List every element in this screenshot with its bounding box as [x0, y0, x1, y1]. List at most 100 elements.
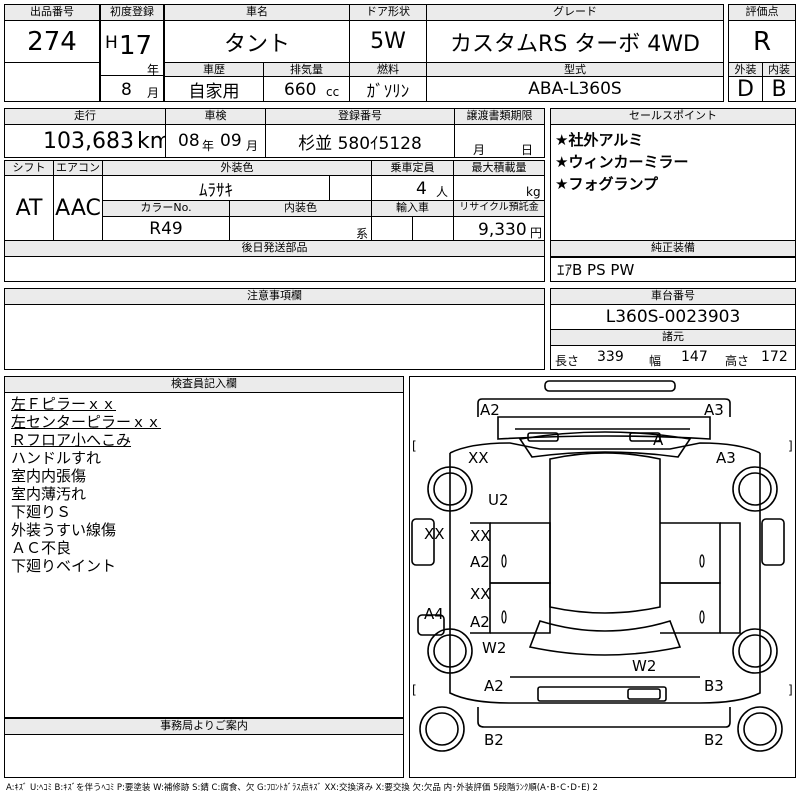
color-no-header: カラーNo.	[102, 200, 230, 217]
capacity-unit: 人	[436, 185, 449, 199]
load: kg	[453, 175, 545, 201]
reg-month: 8	[121, 80, 132, 100]
sales-header: セールスポイント	[550, 108, 796, 125]
color-no: R49	[102, 216, 230, 241]
bracket: ]	[788, 683, 793, 697]
damage-mark: B2	[704, 731, 724, 749]
damage-mark: W2	[632, 657, 657, 675]
damage-mark: A2	[480, 401, 500, 419]
damage-mark: B3	[704, 677, 724, 695]
office-header: 事務局よりご案内	[4, 718, 404, 735]
sales-points: ★社外アルミ ★ウィンカーミラー ★フォグランプ	[550, 124, 796, 258]
inspector-note: ハンドルすれ	[11, 449, 102, 467]
interior-color-unit: 系	[356, 227, 369, 241]
mileage-value: 103,683	[43, 129, 134, 154]
lot-no-blank	[4, 62, 100, 102]
import-b	[412, 216, 454, 241]
legend: A:ｷｽﾞ U:ﾍｺﾐ B:ｷｽﾞを伴うﾍｺﾐ P:要塗装 W:補修跡 S:錆 …	[6, 783, 598, 793]
inspection-year: 08	[178, 131, 200, 151]
fuel-header: 燃料	[349, 62, 427, 77]
interior-header: 内装	[762, 62, 796, 77]
damage-mark: B2	[484, 731, 504, 749]
import-a	[371, 216, 413, 241]
chassis-header: 車台番号	[550, 288, 796, 305]
inspector-notes: 左Ｆピラーｘｘ 左センターピラーｘｘ Ｒフロア小へこみ ハンドルすれ 室内内張傷…	[4, 392, 404, 718]
genuine-header: 純正装備	[550, 240, 796, 257]
color-header: 外装色	[102, 160, 372, 176]
load-unit: kg	[526, 185, 541, 199]
first-reg-header: 初度登録	[100, 4, 164, 21]
damage-mark: XX	[424, 525, 445, 543]
inspector-note: 室内薄汚れ	[11, 485, 87, 503]
displacement-value: 660	[284, 80, 317, 100]
interior-color-header: 内装色	[229, 200, 372, 217]
height-value: 172	[761, 349, 788, 365]
score: R	[728, 20, 796, 63]
length-value: 339	[597, 349, 624, 365]
damage-mark: A3	[716, 449, 736, 467]
exterior-score: D	[728, 76, 763, 102]
damage-mark: A4	[424, 605, 444, 623]
mileage-unit: km	[137, 129, 165, 154]
transfer: 月 日	[454, 124, 545, 158]
genuine: ｴｱB PS PW	[550, 256, 796, 282]
bracket: [	[412, 683, 417, 697]
mileage-header: 走行	[4, 108, 166, 125]
damage-mark: XX	[470, 585, 491, 603]
recycle: 9,330 円	[453, 216, 545, 241]
lot-no: 274	[4, 20, 100, 63]
inspector-note: Ｒフロア小へこみ	[11, 431, 132, 449]
inspector-note: 室内内張傷	[11, 467, 87, 485]
inspector-note: 外装うすい線傷	[11, 521, 117, 539]
damage-mark: XX	[470, 527, 491, 545]
inspector-note: 左センターピラーｘｘ	[11, 413, 162, 431]
fuel: ｶﾞｿﾘﾝ	[349, 76, 427, 102]
damage-mark: XX	[468, 449, 489, 467]
recycle-value: 9,330	[478, 220, 527, 240]
transfer-header: 譲渡書類期限	[454, 108, 545, 125]
recycle-unit: 円	[530, 226, 543, 240]
history: 自家用	[164, 76, 264, 102]
later-parts	[4, 256, 545, 282]
interior-color: 系	[229, 216, 372, 241]
year-unit: 年	[147, 63, 160, 76]
displacement: 660 cc	[263, 76, 350, 102]
grade-header: グレード	[426, 4, 724, 21]
notes	[4, 304, 545, 370]
height-label: 高さ	[725, 354, 750, 368]
mileage: 103,683 km	[4, 124, 166, 158]
color-blank	[329, 175, 372, 201]
damage-mark: U2	[488, 491, 509, 509]
damage-mark: A2	[470, 613, 490, 631]
inspector-header: 検査員記入欄	[4, 376, 404, 393]
car-outline	[411, 380, 785, 752]
sales-point: ★ウィンカーミラー	[555, 153, 689, 171]
color: ﾑﾗｻｷ	[102, 175, 330, 201]
ac: AAC	[53, 175, 103, 241]
damage-mark: A2	[484, 677, 504, 695]
shift-header: シフト	[4, 160, 54, 176]
recycle-header: リサイクル預託金	[453, 200, 545, 217]
history-header: 車歴	[164, 62, 264, 77]
width-value: 147	[681, 349, 708, 365]
score-header: 評価点	[728, 4, 796, 21]
door-header: ドア形状	[349, 4, 427, 21]
grade: カスタムRS ターボ 4WD	[426, 20, 724, 63]
damage-mark: A	[653, 431, 664, 449]
import-header: 輸入車	[371, 200, 454, 217]
length-label: 長さ	[555, 354, 580, 368]
transfer-day-unit: 日	[521, 143, 534, 157]
damage-mark: A3	[704, 401, 724, 419]
displacement-header: 排気量	[263, 62, 350, 77]
exterior-header: 外装	[728, 62, 763, 77]
later-parts-header: 後日発送部品	[4, 240, 545, 257]
inspector-note: ＡＣ不良	[11, 539, 72, 557]
plate-header: 登録番号	[265, 108, 455, 125]
inspector-note: 左Ｆピラーｘｘ	[11, 395, 117, 413]
inspection-year-unit: 年	[202, 139, 215, 153]
inspection-month-unit: 月	[246, 139, 259, 153]
office-notes	[4, 734, 404, 778]
capacity-header: 乗車定員	[371, 160, 454, 176]
notes-header: 注意事項欄	[4, 288, 545, 305]
chassis: L360S-0023903	[550, 304, 796, 330]
